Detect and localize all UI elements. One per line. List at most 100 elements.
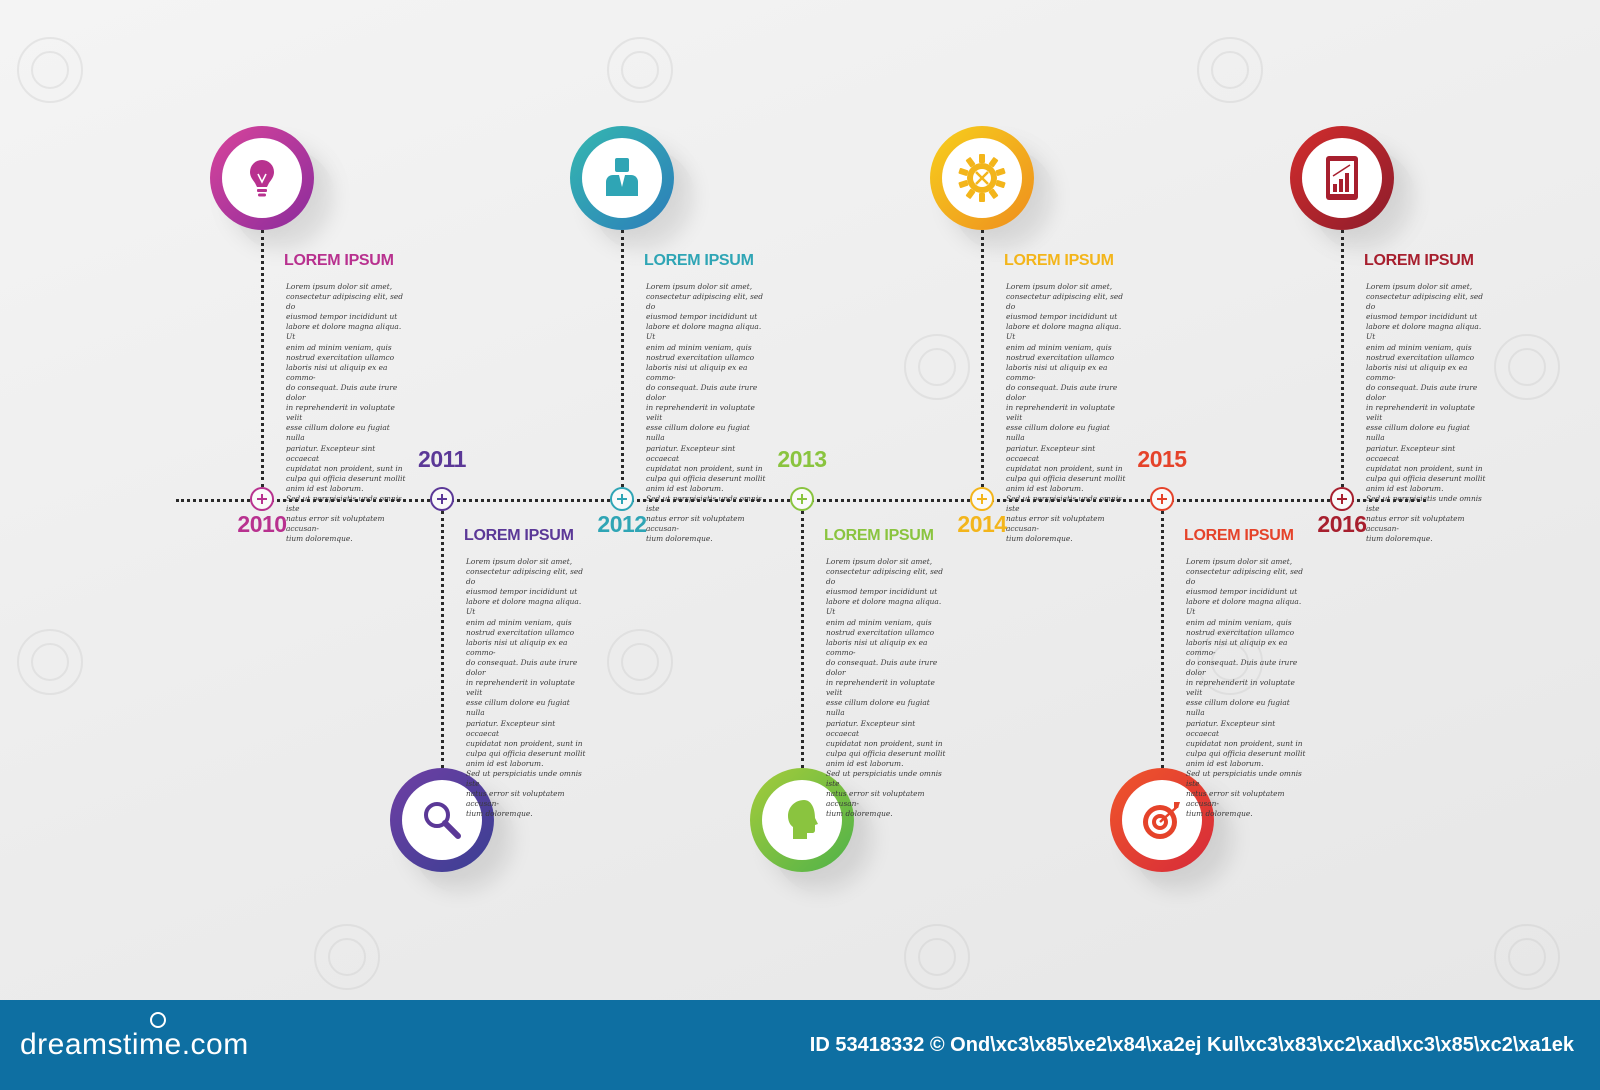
description-line: tium doloremque. bbox=[1006, 534, 1073, 544]
description-line: enim ad minim veniam, quis bbox=[286, 342, 392, 352]
description-line: cupidatat non proident, sunt in bbox=[286, 463, 403, 473]
icon-face bbox=[762, 780, 842, 860]
description-line: tium doloremque. bbox=[286, 534, 353, 544]
description-line: tium doloremque. bbox=[1186, 809, 1253, 819]
icon-face bbox=[1302, 138, 1382, 218]
description-line: labore et dolore magna aliqua. Ut bbox=[1006, 322, 1122, 342]
description-line: anim id est laborum. bbox=[286, 483, 364, 493]
timeline-marker-2014 bbox=[970, 487, 994, 511]
description-line: cupidatat non proident, sunt in bbox=[1006, 463, 1123, 473]
description-line: do consequat. Duis aute irure dolor bbox=[1366, 382, 1478, 403]
description-line: in reprehenderit in voluptate velit bbox=[466, 678, 575, 698]
description-line: do consequat. Duis aute irure dolor bbox=[826, 657, 938, 678]
watermark-swirl bbox=[314, 924, 380, 990]
description-line: eiusmod tempor incididunt ut bbox=[466, 587, 578, 597]
description-line: do consequat. Duis aute irure dolor bbox=[1186, 657, 1298, 678]
description-line: tium doloremque. bbox=[826, 809, 893, 819]
year-label: 2010 bbox=[237, 511, 287, 537]
description-line: enim ad minim veniam, quis bbox=[1186, 617, 1292, 627]
footer-logo[interactable]: dreamstime.com bbox=[20, 1028, 249, 1061]
year-label: 2014 bbox=[957, 511, 1007, 537]
watermark-swirl bbox=[607, 629, 673, 695]
description-line: tium doloremque. bbox=[466, 809, 533, 819]
event-description: Lorem ipsum dolor sit amet,consectetur a… bbox=[646, 282, 768, 544]
logo-swirl-icon bbox=[150, 1012, 166, 1028]
lightbulb-icon bbox=[250, 160, 274, 197]
description-line: labore et dolore magna aliqua. Ut bbox=[1366, 322, 1482, 342]
connector-line bbox=[261, 230, 264, 487]
year-label: 2016 bbox=[1317, 511, 1367, 537]
year-label: 2013 bbox=[777, 446, 827, 472]
description-line: natus error sit voluptatem accusan- bbox=[1366, 514, 1465, 534]
icon-face bbox=[402, 780, 482, 860]
watermark-swirl bbox=[17, 629, 83, 695]
event-icon-badge bbox=[1110, 768, 1214, 872]
event-title: LOREM IPSUM bbox=[644, 252, 754, 269]
connector-line bbox=[981, 230, 984, 487]
description-line: in reprehenderit in voluptate velit bbox=[1186, 678, 1295, 698]
description-line: Lorem ipsum dolor sit amet, bbox=[466, 557, 573, 566]
description-line: consectetur adipiscing elit, sed do bbox=[1006, 292, 1124, 312]
description-line: culpa qui officia deserunt mollit bbox=[1366, 473, 1486, 483]
timeline-marker-2015 bbox=[1150, 487, 1174, 511]
description-line: labore et dolore magna aliqua. Ut bbox=[646, 322, 762, 342]
timeline-marker-2013 bbox=[790, 487, 814, 511]
description-line: nostrud exercitation ullamco bbox=[1186, 627, 1295, 637]
watermark-swirl bbox=[904, 334, 970, 400]
description-line: esse cillum dolore eu fugiat nulla bbox=[1366, 423, 1470, 443]
description-line: consectetur adipiscing elit, sed do bbox=[466, 567, 584, 587]
event-description: Lorem ipsum dolor sit amet,consectetur a… bbox=[1186, 557, 1308, 819]
description-line: nostrud exercitation ullamco bbox=[646, 352, 755, 362]
description-line: anim id est laborum. bbox=[1366, 483, 1444, 493]
description-line: natus error sit voluptatem accusan- bbox=[1186, 789, 1285, 809]
description-line: cupidatat non proident, sunt in bbox=[646, 463, 763, 473]
description-line: do consequat. Duis aute irure dolor bbox=[646, 382, 758, 403]
description-line: natus error sit voluptatem accusan- bbox=[646, 514, 745, 534]
description-line: nostrud exercitation ullamco bbox=[1366, 352, 1475, 362]
year-label: 2011 bbox=[418, 446, 466, 472]
watermark-swirl bbox=[1197, 37, 1263, 103]
description-line: eiusmod tempor incididunt ut bbox=[1366, 312, 1478, 322]
event-title: LOREM IPSUM bbox=[1364, 252, 1474, 269]
description-line: tium doloremque. bbox=[646, 534, 713, 544]
description-line: esse cillum dolore eu fugiat nulla bbox=[466, 698, 570, 718]
event-description: Lorem ipsum dolor sit amet,consectetur a… bbox=[466, 557, 588, 819]
description-line: tium doloremque. bbox=[1366, 534, 1433, 544]
watermark-swirl bbox=[1494, 334, 1560, 400]
description-line: laboris nisi ut aliquip ex ea commo- bbox=[1006, 362, 1108, 382]
description-line: laboris nisi ut aliquip ex ea commo- bbox=[466, 637, 568, 657]
description-line: cupidatat non proident, sunt in bbox=[1366, 463, 1483, 473]
tablet-chart-icon bbox=[1326, 156, 1358, 200]
event-description: Lorem ipsum dolor sit amet,consectetur a… bbox=[1366, 282, 1488, 544]
description-line: Lorem ipsum dolor sit amet, bbox=[826, 557, 933, 566]
footer-credit: ID 53418332 © Ond\xc3\x85\xe2\x84\xa2ej … bbox=[809, 1034, 1574, 1056]
description-line: laboris nisi ut aliquip ex ea commo- bbox=[1366, 362, 1468, 382]
description-line: culpa qui officia deserunt mollit bbox=[1006, 473, 1126, 483]
description-line: labore et dolore magna aliqua. Ut bbox=[286, 322, 402, 342]
description-line: laboris nisi ut aliquip ex ea commo- bbox=[286, 362, 388, 382]
description-line: consectetur adipiscing elit, sed do bbox=[286, 292, 404, 312]
description-line: anim id est laborum. bbox=[646, 483, 724, 493]
description-line: labore et dolore magna aliqua. Ut bbox=[466, 597, 582, 617]
description-line: culpa qui officia deserunt mollit bbox=[826, 748, 946, 758]
connector-line bbox=[621, 230, 624, 487]
description-line: eiusmod tempor incididunt ut bbox=[646, 312, 758, 322]
description-line: laboris nisi ut aliquip ex ea commo- bbox=[826, 637, 928, 657]
description-line: anim id est laborum. bbox=[466, 758, 544, 768]
description-line: Lorem ipsum dolor sit amet, bbox=[1366, 282, 1473, 291]
event-title: LOREM IPSUM bbox=[1004, 252, 1114, 269]
event-icon-badge bbox=[210, 126, 314, 230]
connector-line bbox=[801, 511, 804, 768]
description-line: consectetur adipiscing elit, sed do bbox=[646, 292, 764, 312]
timeline-infographic: 2010 LOREM IPSUM Lorem ipsum dolor sit am… bbox=[17, 37, 1560, 990]
description-line: labore et dolore magna aliqua. Ut bbox=[1186, 597, 1302, 617]
description-line: Sed ut perspiciatis unde omnis iste bbox=[1186, 768, 1302, 789]
description-line: anim id est laborum. bbox=[1186, 758, 1264, 768]
event-description: Lorem ipsum dolor sit amet,consectetur a… bbox=[1006, 282, 1128, 544]
description-line: pariatur. Excepteur sint occaecat bbox=[646, 443, 736, 463]
description-line: Sed ut perspiciatis unde omnis iste bbox=[1006, 493, 1122, 514]
timeline-marker-2010 bbox=[250, 487, 274, 511]
connector-line bbox=[441, 511, 444, 768]
timeline-marker-2011 bbox=[430, 487, 454, 511]
icon-face bbox=[582, 138, 662, 218]
